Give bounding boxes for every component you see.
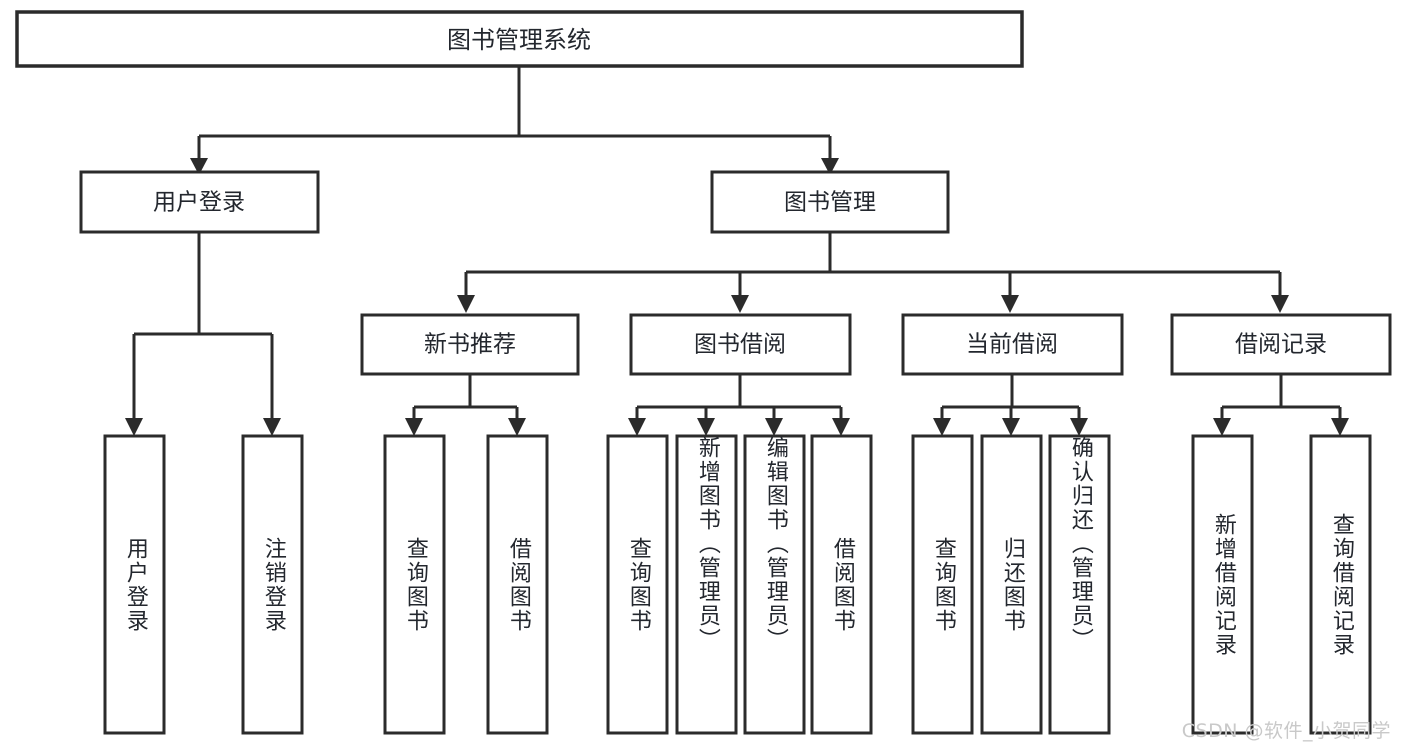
label-layer: 图书管理系统 用户登录 图书管理 新书推荐 图书借阅 当前借阅 借阅记录: [153, 26, 1327, 358]
leaf-box[interactable]: [810, 434, 873, 735]
arrow-head-icon: [1331, 418, 1349, 436]
arrow-head-icon: [628, 418, 646, 436]
leaf-box[interactable]: [103, 434, 166, 735]
arrow-head-icon: [125, 418, 143, 436]
arrow-head-icon: [1001, 295, 1019, 313]
node-layer: [15, 10, 1392, 735]
arrow-head-icon: [821, 158, 839, 175]
arrow-head-icon: [697, 418, 715, 436]
node-user-login-box[interactable]: [79, 170, 320, 234]
arrow-head-icon: [765, 418, 783, 436]
connector-layer: [125, 66, 1349, 436]
leaf-box[interactable]: [1048, 434, 1111, 735]
node-label-book-management: 图书管理: [784, 190, 876, 216]
arrow-head-icon: [1213, 418, 1231, 436]
node-book-management-box[interactable]: [710, 170, 950, 234]
leaf-box[interactable]: [606, 434, 669, 735]
arrow-head-icon: [731, 295, 749, 313]
node-book-borrow-box[interactable]: [629, 313, 852, 376]
arrow-head-icon: [933, 418, 951, 436]
node-current-borrow-box[interactable]: [901, 313, 1124, 376]
arrow-head-icon: [832, 418, 850, 436]
node-root-box[interactable]: [15, 10, 1024, 68]
leaf-box[interactable]: [1191, 434, 1254, 735]
arrow-head-icon: [190, 158, 208, 175]
arrow-head-icon: [457, 295, 475, 313]
node-new-book-recommend-box[interactable]: [360, 313, 580, 376]
node-label-user-login: 用户登录: [153, 190, 245, 216]
leaf-box[interactable]: [1309, 434, 1372, 735]
arrow-head-icon: [508, 418, 526, 436]
leaf-box[interactable]: [743, 434, 806, 735]
page-title: 图书管理系统: [447, 26, 591, 54]
leaf-box[interactable]: [241, 434, 304, 735]
arrow-head-icon: [1070, 418, 1088, 436]
arrow-head-icon: [263, 418, 281, 436]
leaf-box[interactable]: [675, 434, 738, 735]
node-borrow-record-box[interactable]: [1170, 313, 1392, 376]
leaf-box[interactable]: [980, 434, 1043, 735]
arrow-head-icon: [1002, 418, 1020, 436]
leaf-box[interactable]: [486, 434, 549, 735]
node-label-current-borrow: 当前借阅: [966, 332, 1058, 358]
node-label-book-borrow: 图书借阅: [694, 332, 786, 358]
node-label-borrow-record: 借阅记录: [1235, 332, 1327, 358]
arrow-head-icon: [405, 418, 423, 436]
arrow-head-icon: [1271, 295, 1289, 313]
leaf-box[interactable]: [383, 434, 446, 735]
node-label-new-book-recommend: 新书推荐: [424, 332, 516, 358]
leaf-box[interactable]: [911, 434, 974, 735]
